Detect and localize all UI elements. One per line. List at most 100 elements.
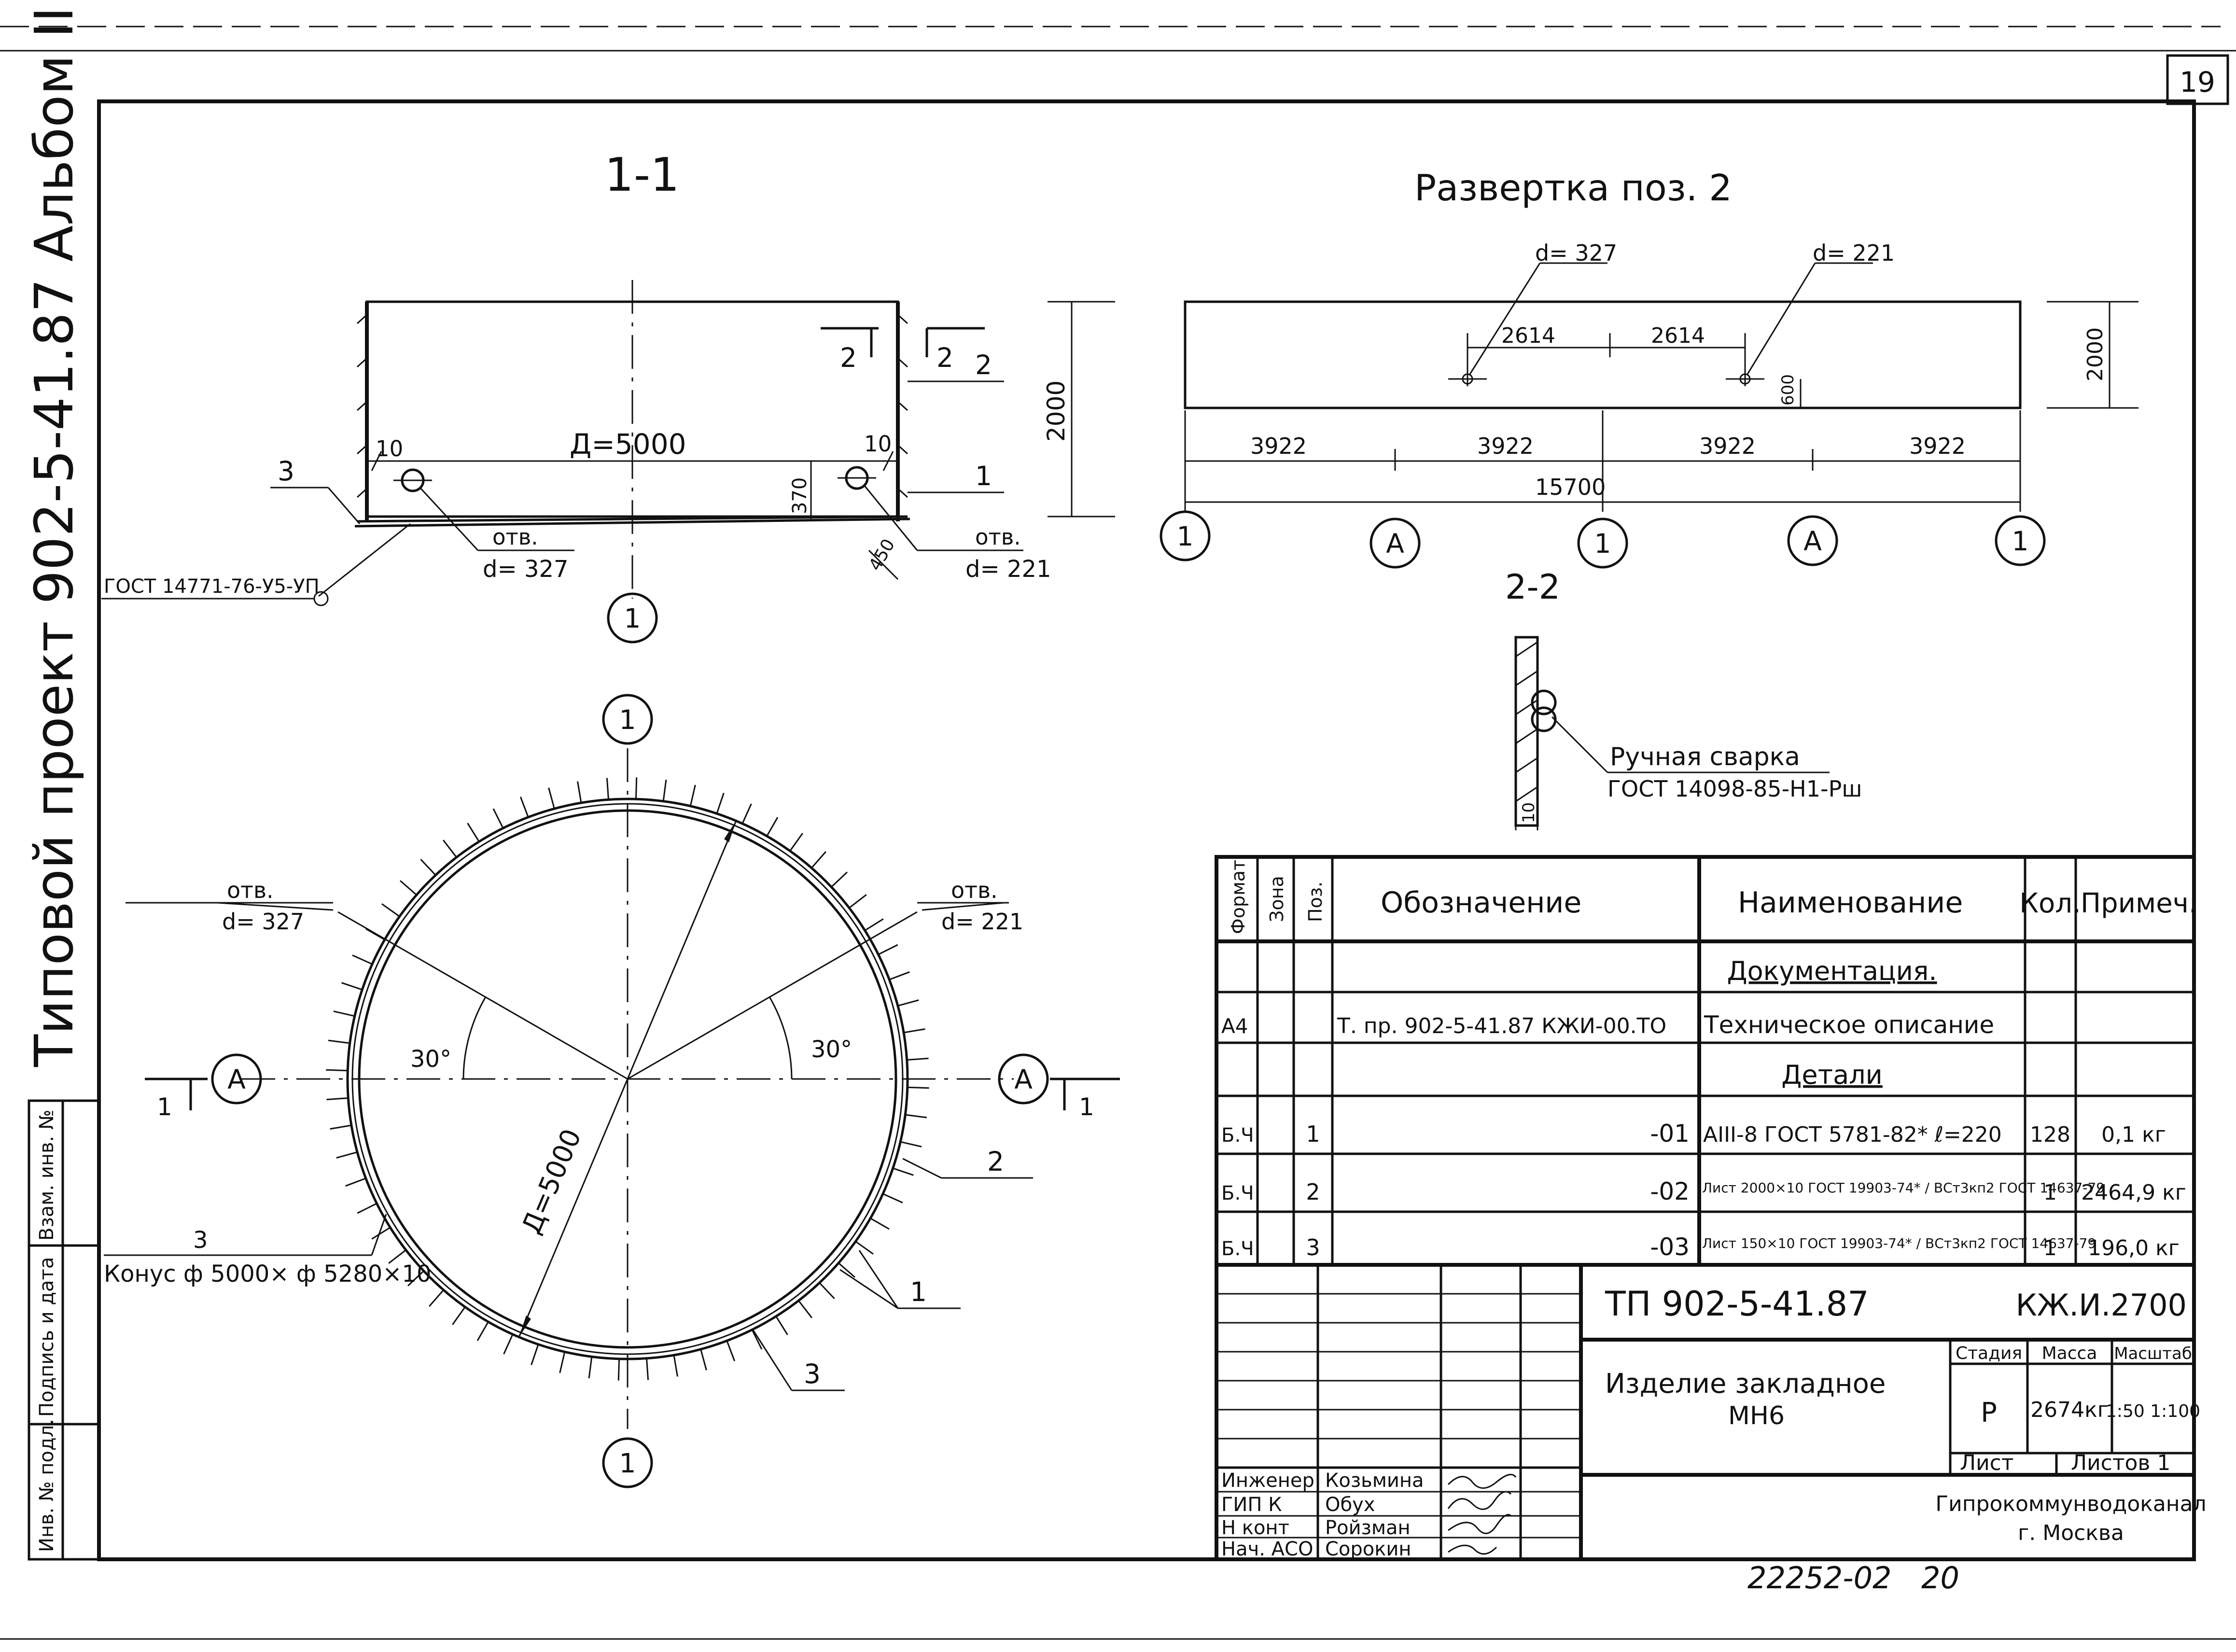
section-hole-left-d: d= 327	[483, 556, 569, 583]
plan-anchor-tick	[336, 1151, 358, 1159]
plan-anchor-tick	[811, 851, 826, 868]
plan-anchor-tick	[531, 1344, 539, 1365]
plan-angle-left: 30°	[410, 1046, 451, 1073]
plan-anchor-tick	[819, 1282, 835, 1300]
plan-anchor-tick	[341, 982, 363, 991]
title-block: ТП 902-5-41.87 КЖ.И.2700 Изделие закладн…	[1215, 1263, 2207, 1561]
plan-anchor-tick	[689, 784, 696, 807]
spec-row-2-name: Техническое описание	[1704, 1011, 1994, 1039]
section-1-1: 1-1 Д=5000 10 10 отв. d= 327 отв. d= 221	[101, 149, 1115, 644]
plan-anchor-tick	[476, 1321, 489, 1341]
plan-anchor-tick	[751, 1329, 763, 1350]
plan-anchor-tick	[519, 797, 529, 818]
bottom-page: 20	[1921, 1560, 1959, 1596]
spec-table: Формат Зона Поз. Обозначение Наименовани…	[1215, 855, 2197, 1267]
section-2-2-weld-spec: ГОСТ 14098-85-Н1-Рш	[1607, 776, 1862, 802]
spec-row-6-pos: 3	[1306, 1234, 1320, 1260]
title-sheet-header: Лист	[1960, 1451, 2014, 1475]
spec-row-4-qty: 128	[2030, 1122, 2070, 1147]
section-cut-mark: 2	[840, 342, 857, 373]
plan-anchor-tick	[328, 1039, 350, 1044]
spec-row-4-designation: -01	[1650, 1120, 1690, 1148]
title-scale-header: Масштаб	[2114, 1344, 2192, 1363]
plan-left-cut: 1	[157, 1093, 172, 1121]
plan-anchor-tick	[371, 1227, 391, 1240]
plan-angle-right: 30°	[811, 1036, 852, 1063]
plan-anchor-tick	[741, 803, 752, 824]
plan-anchor-tick	[646, 1358, 649, 1380]
plan-hole-right-label: отв.	[951, 877, 998, 903]
development-height: 2000	[2083, 327, 2108, 381]
section-axis-1: 1	[624, 603, 641, 634]
section-left-offset: 10	[376, 436, 403, 462]
plan-anchor-tick	[503, 1334, 514, 1355]
development-view: Развертка поз. 2 d= 327 d= 221 2614 2614…	[1160, 167, 2138, 569]
plan-anchor-tick	[662, 779, 667, 801]
plan-anchor-tick	[789, 833, 803, 852]
section-weld-spec: ГОСТ 14771-76-У5-УП	[104, 575, 320, 598]
plan-anchor-tick	[673, 1355, 678, 1377]
development-segment-2: 3922	[1477, 433, 1534, 459]
plan-anchor-tick	[726, 1340, 736, 1361]
plan-anchor-tick	[333, 1010, 355, 1017]
plan-pos-1: 1	[910, 1276, 927, 1307]
spec-row-6-qty: 1	[2043, 1236, 2057, 1260]
spec-row-6-note: 196,0 кг	[2088, 1236, 2180, 1260]
development-axis-4: А	[1803, 526, 1822, 557]
development-total: 15700	[1535, 474, 1606, 500]
plan-anchor-tick	[345, 1177, 366, 1187]
title-name-1: Козьмина	[1325, 1470, 1424, 1492]
development-segment-3: 3922	[1699, 433, 1756, 459]
plan-anchor-tick	[900, 1141, 922, 1148]
title-project: ТП 902-5-41.87	[1605, 1284, 1869, 1324]
title-role-3: Н конт	[1221, 1517, 1289, 1539]
spec-row-6-name: Лист 150×10 ГОСТ 19903-74* / ВСт3кп2 ГОС…	[1702, 1235, 2096, 1251]
title-scale: 1:50 1:100	[2106, 1401, 2200, 1421]
development-axis-3: 1	[1594, 528, 1611, 559]
plan-top-axis: 1	[619, 704, 636, 735]
plan-anchor-tick	[798, 1300, 812, 1318]
plan-anchor-tick	[775, 1316, 788, 1335]
spec-row-1-name: Документация.	[1727, 956, 1937, 986]
title-city: г. Москва	[2018, 1521, 2124, 1545]
section-pos-3: 3	[278, 456, 294, 487]
plan-anchor-tick	[452, 1306, 466, 1325]
title-stage: Р	[1981, 1397, 1997, 1428]
section-dim-370: 370	[789, 477, 811, 514]
section-right-offset: 10	[864, 431, 892, 457]
plan-cone-num: 3	[193, 1227, 208, 1254]
development-title: Развертка поз. 2	[1414, 167, 1732, 209]
spec-row-5-format: Б.Ч	[1221, 1182, 1254, 1204]
title-mass: 2674кг	[2030, 1398, 2109, 1422]
signature-1	[1447, 1473, 1517, 1489]
section-2-2-weld-label: Ручная сварка	[1610, 742, 1800, 771]
plan-anchor-tick	[849, 894, 867, 909]
plan-cone-label: Конус ф 5000× ф 5280×10	[104, 1260, 432, 1288]
plan-anchor-tick	[766, 817, 779, 837]
plan-diameter: Д=5000	[516, 1124, 587, 1238]
section-hole-left-label: отв.	[492, 524, 538, 550]
plan-anchor-tick	[889, 971, 910, 980]
plan-anchor-tick	[855, 1241, 874, 1255]
spec-row-5-qty: 1	[2043, 1180, 2057, 1205]
plan-anchor-tick	[388, 1249, 406, 1264]
plan-anchor-tick	[420, 858, 436, 876]
spec-row-5-note: 2464,9 кг	[2081, 1180, 2186, 1205]
plan-anchor-tick	[588, 1357, 593, 1379]
stamp-signature-date: Подпись и дата	[36, 1257, 58, 1417]
section-2-2-title: 2-2	[1505, 567, 1560, 607]
spec-header-designation: Обозначение	[1381, 886, 1581, 920]
title-name-4: Сорокин	[1325, 1538, 1411, 1560]
plan-anchor-tick	[864, 918, 884, 931]
spec-row-4-format: Б.Ч	[1221, 1124, 1254, 1147]
spec-header-pos: Поз.	[1305, 882, 1326, 922]
development-dim-2614b: 2614	[1651, 323, 1705, 348]
plan-anchor-tick	[577, 781, 582, 803]
plan-pos-3: 3	[804, 1358, 821, 1389]
title-role-1: Инженер	[1221, 1470, 1314, 1492]
plan-anchor-tick	[606, 778, 609, 800]
plan-anchor-tick	[700, 1349, 707, 1371]
plan-right-cut: 1	[1079, 1093, 1094, 1121]
title-product-code: МН6	[1728, 1401, 1785, 1430]
title-organization: Гипрокоммунводоканал	[1935, 1492, 2206, 1516]
